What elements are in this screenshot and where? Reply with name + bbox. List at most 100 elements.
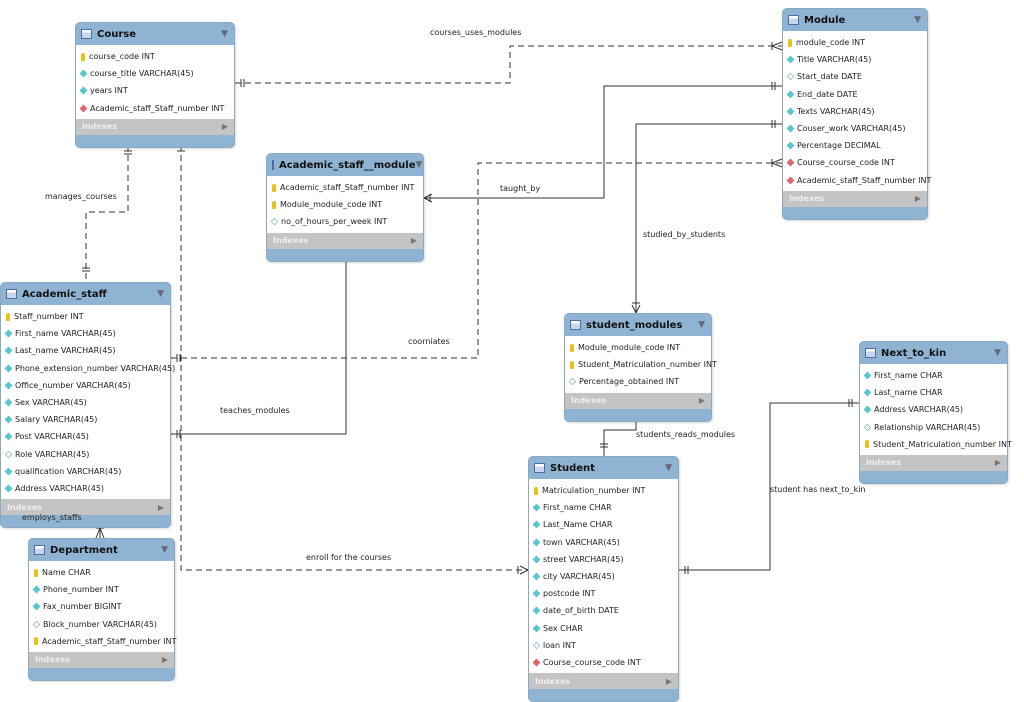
- table-header[interactable]: Student▼: [529, 457, 678, 479]
- column-text: course_title VARCHAR(45): [90, 69, 194, 79]
- column-row[interactable]: Office_number VARCHAR(45): [1, 377, 170, 394]
- table-header[interactable]: Academic_staff▼: [1, 283, 170, 305]
- table-academic-staff-module[interactable]: Academic_staff__module▼ Academic_staff_St…: [266, 153, 424, 262]
- collapse-arrow-icon[interactable]: ▼: [914, 15, 921, 25]
- column-row[interactable]: Address VARCHAR(45): [1, 480, 170, 497]
- table-header[interactable]: Course▼: [76, 23, 234, 45]
- column-row[interactable]: Salary VARCHAR(45): [1, 411, 170, 428]
- column-row[interactable]: Sex CHAR: [529, 620, 678, 637]
- column-row[interactable]: Fax_number BIGINT: [29, 598, 174, 615]
- table-header[interactable]: Next_to_kin▼: [860, 342, 1007, 364]
- column-row[interactable]: course_title VARCHAR(45): [76, 65, 234, 82]
- expand-arrow-icon[interactable]: ▶: [665, 676, 672, 686]
- indexes-section[interactable]: Indexes▶: [1, 499, 170, 516]
- column-row[interactable]: Couser_work VARCHAR(45): [783, 120, 927, 137]
- indexes-section[interactable]: Indexes▶: [529, 673, 678, 690]
- collapse-arrow-icon[interactable]: ▼: [415, 160, 423, 170]
- column-row[interactable]: Post VARCHAR(45): [1, 428, 170, 445]
- expand-arrow-icon[interactable]: ▶: [161, 655, 168, 665]
- column-row[interactable]: Academic_staff_Staff_number INT: [29, 633, 176, 650]
- column-row[interactable]: Relationship VARCHAR(45): [860, 419, 1007, 436]
- expand-arrow-icon[interactable]: ▶: [410, 236, 417, 246]
- column-row[interactable]: Phone_extension_number VARCHAR(45): [1, 360, 175, 377]
- collapse-arrow-icon[interactable]: ▼: [161, 545, 168, 555]
- column-row[interactable]: First_name VARCHAR(45): [1, 325, 170, 342]
- column-row[interactable]: loan INT: [529, 637, 678, 654]
- column-row[interactable]: Academic_staff_Staff_number INT: [267, 179, 423, 196]
- expand-arrow-icon[interactable]: ▶: [157, 502, 164, 512]
- column-row[interactable]: town VARCHAR(45): [529, 534, 678, 551]
- expand-arrow-icon[interactable]: ▶: [221, 122, 228, 132]
- column-row[interactable]: Module_module_code INT: [565, 339, 711, 356]
- column-row[interactable]: Percentage_obtained INT: [565, 373, 711, 390]
- column-row[interactable]: Name CHAR: [29, 564, 174, 581]
- column-row[interactable]: Module_module_code INT: [267, 196, 423, 213]
- expand-arrow-icon[interactable]: ▶: [914, 194, 921, 204]
- label-coorniates: coorniates: [408, 337, 450, 346]
- collapse-arrow-icon[interactable]: ▼: [221, 29, 228, 39]
- column-row[interactable]: Texts VARCHAR(45): [783, 103, 927, 120]
- table-course[interactable]: Course▼ course_code INT course_title VARCH…: [75, 22, 235, 148]
- table-header[interactable]: Academic_staff__module▼: [267, 154, 423, 176]
- column-row[interactable]: Staff_number INT: [1, 308, 170, 325]
- collapse-arrow-icon[interactable]: ▼: [994, 348, 1001, 358]
- indexes-section[interactable]: Indexes▶: [29, 651, 174, 668]
- column-row[interactable]: Sex VARCHAR(45): [1, 394, 170, 411]
- column-row[interactable]: Student_Matriculation_number INT: [860, 436, 1012, 453]
- indexes-section[interactable]: Indexes▶: [860, 454, 1007, 471]
- column-row[interactable]: Academic_staff_Staff_number INT: [76, 100, 234, 117]
- column-row[interactable]: Phone_number INT: [29, 581, 174, 598]
- indexes-section[interactable]: Indexes▶: [267, 232, 423, 249]
- column-row[interactable]: street VARCHAR(45): [529, 551, 678, 568]
- column-row[interactable]: no_of_hours_per_week INT: [267, 213, 423, 230]
- column-row[interactable]: module_code INT: [783, 34, 927, 51]
- column-icon: [4, 415, 13, 424]
- collapse-arrow-icon[interactable]: ▼: [157, 289, 164, 299]
- column-icon: [4, 467, 13, 476]
- column-row[interactable]: Last_Name CHAR: [529, 516, 678, 533]
- column-row[interactable]: First_name CHAR: [529, 499, 678, 516]
- column-row[interactable]: qualification VARCHAR(45): [1, 463, 170, 480]
- column-text: Last_name VARCHAR(45): [15, 346, 116, 356]
- column-row[interactable]: End_date DATE: [783, 86, 927, 103]
- column-row[interactable]: Start_date DATE: [783, 68, 927, 85]
- column-row[interactable]: date_of_birth DATE: [529, 602, 678, 619]
- table-header[interactable]: student_modules▼: [565, 314, 711, 336]
- column-row[interactable]: Address VARCHAR(45): [860, 401, 1007, 418]
- collapse-arrow-icon[interactable]: ▼: [698, 320, 705, 330]
- column-row[interactable]: Course_course_code INT: [529, 654, 678, 671]
- column-row[interactable]: city VARCHAR(45): [529, 568, 678, 585]
- column-row[interactable]: Last_name VARCHAR(45): [1, 342, 170, 359]
- table-header[interactable]: Module▼: [783, 9, 927, 31]
- column-row[interactable]: Percentage DECIMAL: [783, 137, 927, 154]
- column-text: Sex CHAR: [543, 623, 583, 633]
- column-text: Office_number VARCHAR(45): [15, 380, 131, 390]
- column-row[interactable]: Role VARCHAR(45): [1, 446, 170, 463]
- column-row[interactable]: course_code INT: [76, 48, 234, 65]
- column-row[interactable]: Title VARCHAR(45): [783, 51, 927, 68]
- indexes-section[interactable]: Indexes▶: [783, 190, 927, 207]
- column-row[interactable]: postcode INT: [529, 585, 678, 602]
- column-row[interactable]: Student_Matriculation_number INT: [565, 356, 717, 373]
- indexes-section[interactable]: Indexes▶: [565, 392, 711, 409]
- primary-key-icon: [272, 200, 276, 209]
- column-row[interactable]: Last_name CHAR: [860, 384, 1007, 401]
- column-row[interactable]: Academic_staff_Staff_number INT: [783, 172, 931, 189]
- collapse-arrow-icon[interactable]: ▼: [665, 463, 672, 473]
- column-row[interactable]: Block_number VARCHAR(45): [29, 616, 174, 633]
- expand-arrow-icon[interactable]: ▶: [698, 396, 705, 406]
- column-row[interactable]: First_name CHAR: [860, 367, 1007, 384]
- table-header[interactable]: Department▼: [29, 539, 174, 561]
- column-row[interactable]: Matriculation_number INT: [529, 482, 678, 499]
- expand-arrow-icon[interactable]: ▶: [994, 458, 1001, 468]
- column-row[interactable]: Course_course_code INT: [783, 154, 927, 171]
- indexes-section[interactable]: Indexes▶: [76, 118, 234, 135]
- column-row[interactable]: years INT: [76, 82, 234, 99]
